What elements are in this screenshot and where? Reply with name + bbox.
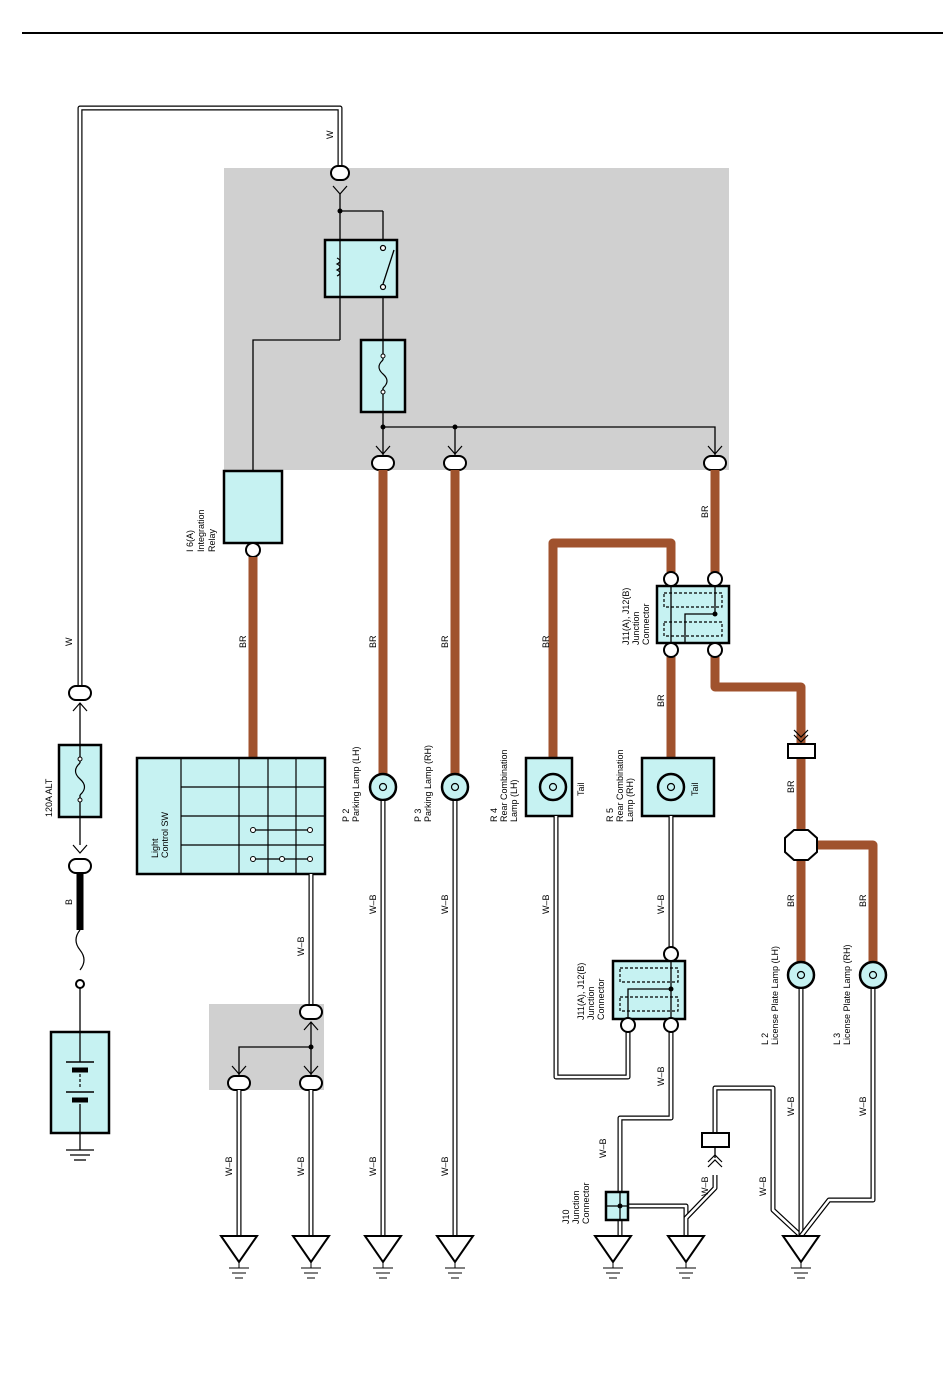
parking-lh-code: P 2 — [341, 809, 351, 822]
wire-label-wb-9: W–B — [656, 1066, 666, 1086]
parking-rh-code: P 3 — [413, 809, 423, 822]
junction-connector-lower — [611, 959, 687, 1021]
light-control-sw-label-1: Light — [150, 838, 160, 858]
wire-label-wb-14: W–B — [858, 1096, 868, 1116]
wire-label-wb-5: W–B — [440, 894, 450, 914]
wire-label-b: B — [64, 899, 74, 905]
junction-upper-label-1: J11(A), J12(B) — [621, 588, 631, 645]
wire-label-br-1: BR — [238, 635, 248, 648]
junction-lower-label-2: Junction — [586, 986, 596, 1020]
wire-label-br-9: BR — [858, 894, 868, 907]
wire-label-br-7: BR — [786, 780, 796, 793]
wire-label-br-8: BR — [786, 894, 796, 907]
fusible-link-icon — [75, 929, 85, 971]
rear-rh-code: R 5 — [605, 808, 615, 822]
rear-rh-tail-label: Tail — [690, 782, 700, 796]
wire-label-wb-1: W–B — [224, 1156, 234, 1176]
rear-rh-name-1: Rear Combination — [615, 749, 625, 822]
wire-label-wb-3: W–B — [368, 894, 378, 914]
wire-label-br-4: BR — [541, 635, 551, 648]
wire-label-wb-10: W–B — [598, 1138, 608, 1158]
wire-label-wb-8: W–B — [656, 894, 666, 914]
br-wire-license — [710, 657, 806, 745]
alt-fuse-top-connector — [68, 685, 92, 701]
license-plate-lamp-lh — [786, 960, 816, 990]
j10-name-2: Connector — [581, 1182, 591, 1224]
wire-label-wb-7: W–B — [541, 894, 551, 914]
rear-rh-name-2: Lamp (RH) — [625, 778, 635, 822]
relay-output-connector-3 — [703, 455, 727, 471]
relay-block-background — [224, 168, 729, 470]
rear-lh-tail-label: Tail — [576, 782, 586, 796]
splice-point — [784, 829, 818, 861]
wire-label-wb-2: W–B — [296, 1156, 306, 1176]
bulb-icon — [378, 782, 388, 792]
ground-wire-connector — [701, 1132, 730, 1148]
j10-name-1: Junction — [571, 1190, 581, 1224]
bulb-icon — [868, 970, 878, 980]
parking-lh-name: Parking Lamp (LH) — [351, 746, 361, 822]
wire-label-w-top: W — [325, 130, 335, 139]
junction-upper-label-2: Junction — [631, 611, 641, 645]
relay-box — [323, 238, 399, 299]
fuse-icon — [378, 359, 388, 389]
relay-output-connector-1 — [371, 455, 395, 471]
wire-label-wb-13: W–B — [786, 1096, 796, 1116]
relay-coil-icon — [335, 257, 341, 277]
battery-cable-connector — [68, 858, 92, 874]
wire-label-br-3: BR — [440, 635, 450, 648]
connector-arrow-icon — [707, 445, 723, 455]
wb-ground-wires — [236, 801, 876, 1238]
bulb-icon — [666, 782, 676, 792]
ground-junction-connector — [299, 1004, 323, 1020]
parking-rh-name: Parking Lamp (RH) — [423, 745, 433, 822]
br-wire-rear-lh — [548, 538, 676, 758]
wire-label-br-2: BR — [368, 635, 378, 648]
relay-block-input-connector — [330, 165, 350, 181]
wire-label-wb-4: W–B — [368, 1156, 378, 1176]
junction-upper-label-3: Connector — [641, 603, 651, 645]
license-plate-lamp-rh — [858, 960, 888, 990]
parking-lamp-rh — [440, 772, 470, 802]
relay-output-connector-2 — [443, 455, 467, 471]
wire-label-wb-6: W–B — [440, 1156, 450, 1176]
wire-label-br-5: BR — [700, 505, 710, 518]
rear-lh-name-2: Lamp (LH) — [509, 779, 519, 822]
integration-relay-label-1: I 6(A) — [185, 530, 195, 552]
license-lh-code: L 2 — [760, 1033, 770, 1045]
connector-arrow-icon — [447, 445, 463, 455]
bulb-icon — [548, 782, 558, 792]
br-wire-license-rh — [817, 840, 878, 962]
alt-fuse-label: 120A ALT — [44, 778, 54, 817]
license-rh-name: License Plate Lamp (RH) — [842, 944, 852, 1045]
license-wire-connector — [787, 743, 816, 759]
light-control-sw-label-2: Control SW — [160, 811, 170, 858]
wire-label-wb-11: W–B — [700, 1176, 710, 1196]
junction-lower-label-1: J11(A), J12(B) — [576, 963, 586, 1020]
ground-symbols — [219, 1235, 821, 1279]
wire-label-wb-sw: W–B — [296, 936, 306, 956]
license-lh-name: License Plate Lamp (LH) — [770, 946, 780, 1045]
connector-arrow-icon — [375, 445, 391, 455]
wire-label-br-6: BR — [656, 694, 666, 707]
rear-lh-name-1: Rear Combination — [499, 749, 509, 822]
license-rh-code: L 3 — [832, 1033, 842, 1045]
j10-code: J10 — [561, 1209, 571, 1224]
fusible-link-icon — [74, 762, 86, 796]
integration-relay-label-3: Relay — [207, 528, 217, 552]
integration-relay — [222, 469, 284, 545]
wire-label-wb-12: W–B — [758, 1176, 768, 1196]
bulb-icon — [796, 970, 806, 980]
wire-label-w-left: W — [64, 637, 74, 646]
junction-lower-label-3: Connector — [596, 978, 606, 1020]
integration-relay-label-2: Integration — [196, 509, 206, 552]
rear-lh-code: R 4 — [489, 808, 499, 822]
relay-switch-icon — [382, 249, 395, 285]
parking-lamp-lh — [368, 772, 398, 802]
bulb-icon — [450, 782, 460, 792]
